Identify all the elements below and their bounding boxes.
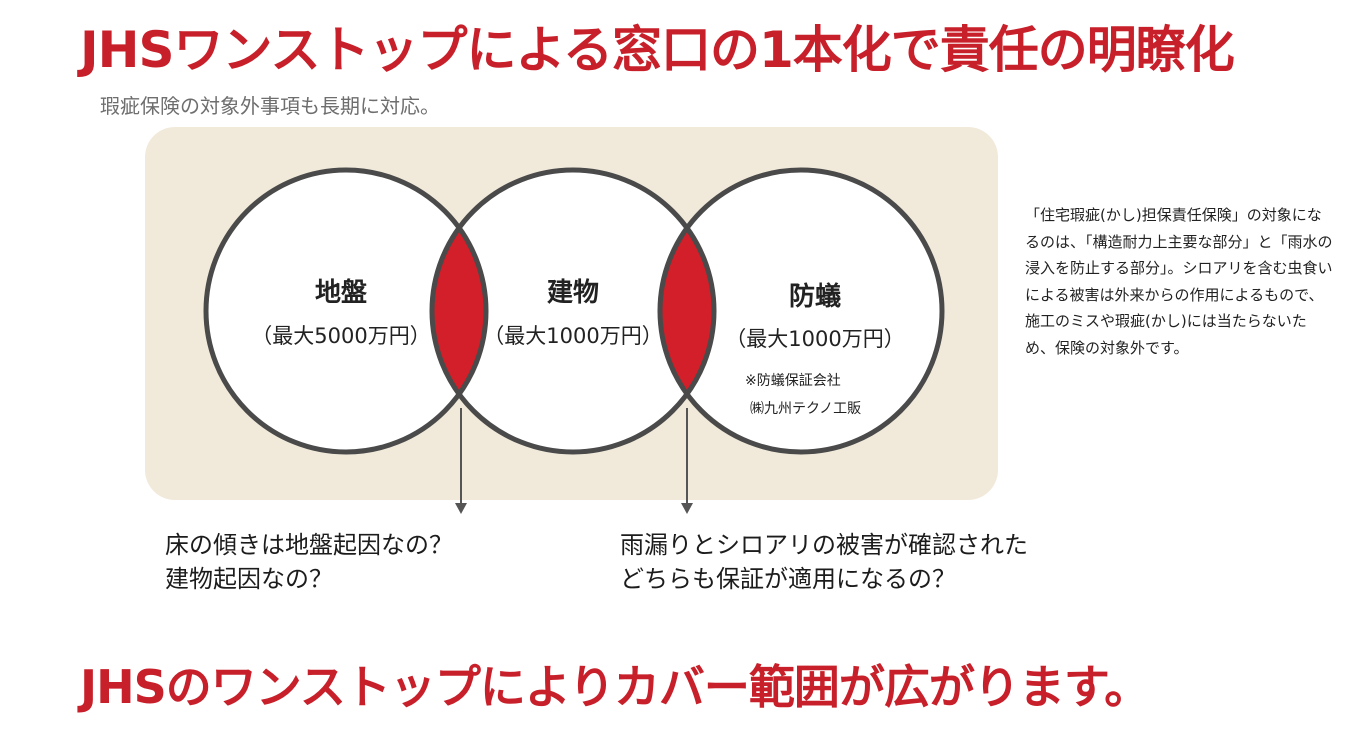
circle-termite-label: 防蟻: [788, 282, 841, 312]
circle-building-amount: （最大1000万円）: [483, 324, 663, 348]
footer-message: JHSのワンストップによりカバー範囲が広がります。: [80, 660, 1150, 714]
question-leak-termite: 雨漏りとシロアリの被害が確認された どちらも保証が適用になるの？: [620, 528, 1028, 596]
circle-building: [432, 170, 714, 452]
circle-ground-amount: （最大5000万円）: [251, 324, 431, 348]
circle-termite: [660, 170, 942, 452]
question-ground-building: 床の傾きは地盤起因なの？ 建物起因なの？: [165, 528, 453, 596]
question-line: どちらも保証が適用になるの？: [620, 565, 956, 593]
circle-ground-label: 地盤: [314, 278, 367, 308]
question-line: 床の傾きは地盤起因なの？: [165, 531, 453, 559]
page-title: JHSワンストップによる窓口の1本化で責任の明瞭化: [80, 21, 1235, 79]
circle-termite-amount: （最大1000万円）: [725, 327, 905, 351]
question-line: 建物起因なの？: [165, 565, 333, 593]
question-line: 雨漏りとシロアリの被害が確認された: [620, 531, 1028, 559]
page-subtitle: 瑕疵保険の対象外事項も長期に対応。: [100, 94, 440, 118]
termite-note-line1: ※防蟻保証会社: [745, 373, 841, 389]
arrow-down-icon: [681, 408, 693, 514]
circle-ground: [206, 170, 486, 452]
termite-note-line2: ㈱九州テクノ工販: [750, 401, 862, 417]
arrow-down-icon: [455, 408, 467, 514]
insurance-note: 「住宅瑕疵(かし)担保責任保険」の対象になるのは、「構造耐力上主要な部分」と「雨…: [1025, 206, 1333, 357]
circle-building-label: 建物: [546, 278, 599, 308]
